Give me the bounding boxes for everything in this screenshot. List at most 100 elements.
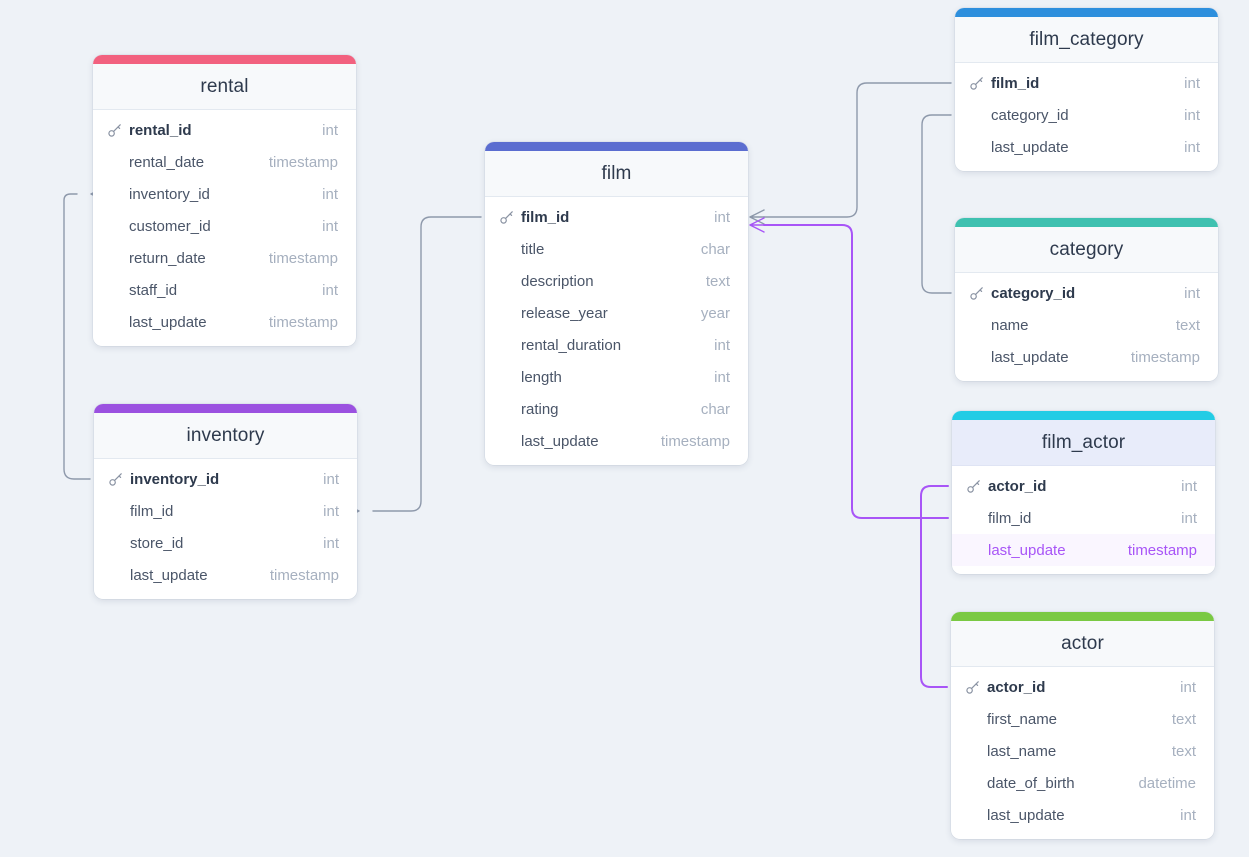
- field-row-rental-rental_id[interactable]: rental_id int: [93, 114, 356, 146]
- field-row-film_actor-actor_id[interactable]: actor_id int: [952, 470, 1215, 502]
- field-row-actor-actor_id[interactable]: actor_id int: [951, 671, 1214, 703]
- field-name-film_category-last_update: last_update: [969, 139, 1069, 156]
- table-title-inventory[interactable]: inventory: [94, 413, 357, 459]
- field-label: store_id: [130, 534, 184, 552]
- field-row-actor-last_name[interactable]: last_name text: [951, 735, 1214, 767]
- field-label: film_id: [988, 509, 1032, 527]
- field-label: last_update: [521, 432, 599, 450]
- field-type-film-last_update: timestamp: [660, 432, 730, 450]
- field-label: rental_duration: [521, 336, 622, 354]
- field-type-film-length: int: [714, 368, 730, 386]
- field-type-film_actor-last_update: timestamp: [1127, 541, 1197, 559]
- field-name-film-title: title: [499, 241, 544, 258]
- field-label: length: [521, 368, 562, 386]
- table-title-film_actor[interactable]: film_actor: [952, 420, 1215, 466]
- field-type-actor-first_name: text: [1171, 710, 1196, 728]
- field-type-rental-rental_id: int: [322, 121, 338, 139]
- field-type-inventory-store_id: int: [323, 534, 339, 552]
- field-type-rental-staff_id: int: [322, 281, 338, 299]
- field-name-film-length: length: [499, 369, 562, 386]
- field-label: first_name: [987, 710, 1058, 728]
- field-row-rental-staff_id[interactable]: staff_id int: [93, 274, 356, 306]
- accent-bar-category: [955, 218, 1218, 227]
- table-title-category[interactable]: category: [955, 227, 1218, 273]
- field-name-category-name: name: [969, 317, 1029, 334]
- field-name-rental-inventory_id: inventory_id: [107, 186, 210, 203]
- field-type-film_actor-film_id: int: [1181, 509, 1197, 527]
- accent-bar-actor: [951, 612, 1214, 621]
- field-type-rental-inventory_id: int: [322, 185, 338, 203]
- field-row-inventory-store_id[interactable]: store_id int: [94, 527, 357, 559]
- field-name-rental-last_update: last_update: [107, 314, 207, 331]
- field-row-rental-last_update[interactable]: last_update timestamp: [93, 306, 356, 338]
- field-type-film_actor-actor_id: int: [1181, 477, 1197, 495]
- field-label: rental_id: [129, 121, 192, 139]
- field-name-actor-last_update: last_update: [965, 807, 1065, 824]
- field-row-film-last_update[interactable]: last_update timestamp: [485, 425, 748, 457]
- field-type-rental-last_update: timestamp: [268, 313, 338, 331]
- field-name-rental-staff_id: staff_id: [107, 282, 177, 299]
- field-name-rental-rental_id: rental_id: [107, 122, 192, 139]
- field-label: last_name: [987, 742, 1057, 760]
- table-title-rental[interactable]: rental: [93, 64, 356, 110]
- field-label: category_id: [991, 284, 1076, 302]
- table-title-film[interactable]: film: [485, 151, 748, 197]
- field-type-actor-actor_id: int: [1180, 678, 1196, 696]
- primary-key-icon: [107, 122, 123, 138]
- accent-bar-rental: [93, 55, 356, 64]
- field-type-category-last_update: timestamp: [1130, 348, 1200, 366]
- field-label: actor_id: [987, 678, 1046, 696]
- field-row-film-length[interactable]: length int: [485, 361, 748, 393]
- field-type-inventory-inventory_id: int: [323, 470, 339, 488]
- field-label: title: [521, 240, 545, 258]
- field-name-actor-date_of_birth: date_of_birth: [965, 775, 1075, 792]
- field-name-actor-last_name: last_name: [965, 743, 1056, 760]
- primary-key-icon: [966, 478, 982, 494]
- field-name-rental-return_date: return_date: [107, 250, 206, 267]
- field-row-film_category-last_update[interactable]: last_update int: [955, 131, 1218, 163]
- table-title-actor[interactable]: actor: [951, 621, 1214, 667]
- field-type-actor-last_name: text: [1171, 742, 1196, 760]
- field-row-film_actor-film_id[interactable]: film_id int: [952, 502, 1215, 534]
- field-row-actor-first_name[interactable]: first_name text: [951, 703, 1214, 735]
- field-label: name: [991, 316, 1029, 334]
- field-label: category_id: [991, 106, 1069, 124]
- field-row-rental-inventory_id[interactable]: inventory_id int: [93, 178, 356, 210]
- field-type-film_category-last_update: int: [1184, 138, 1200, 156]
- field-row-rental-return_date[interactable]: return_date timestamp: [93, 242, 356, 274]
- primary-key-icon: [969, 285, 985, 301]
- field-name-rental-customer_id: customer_id: [107, 218, 211, 235]
- table-title-film_category[interactable]: film_category: [955, 17, 1218, 63]
- field-label: actor_id: [988, 477, 1047, 495]
- field-type-rental-return_date: timestamp: [268, 249, 338, 267]
